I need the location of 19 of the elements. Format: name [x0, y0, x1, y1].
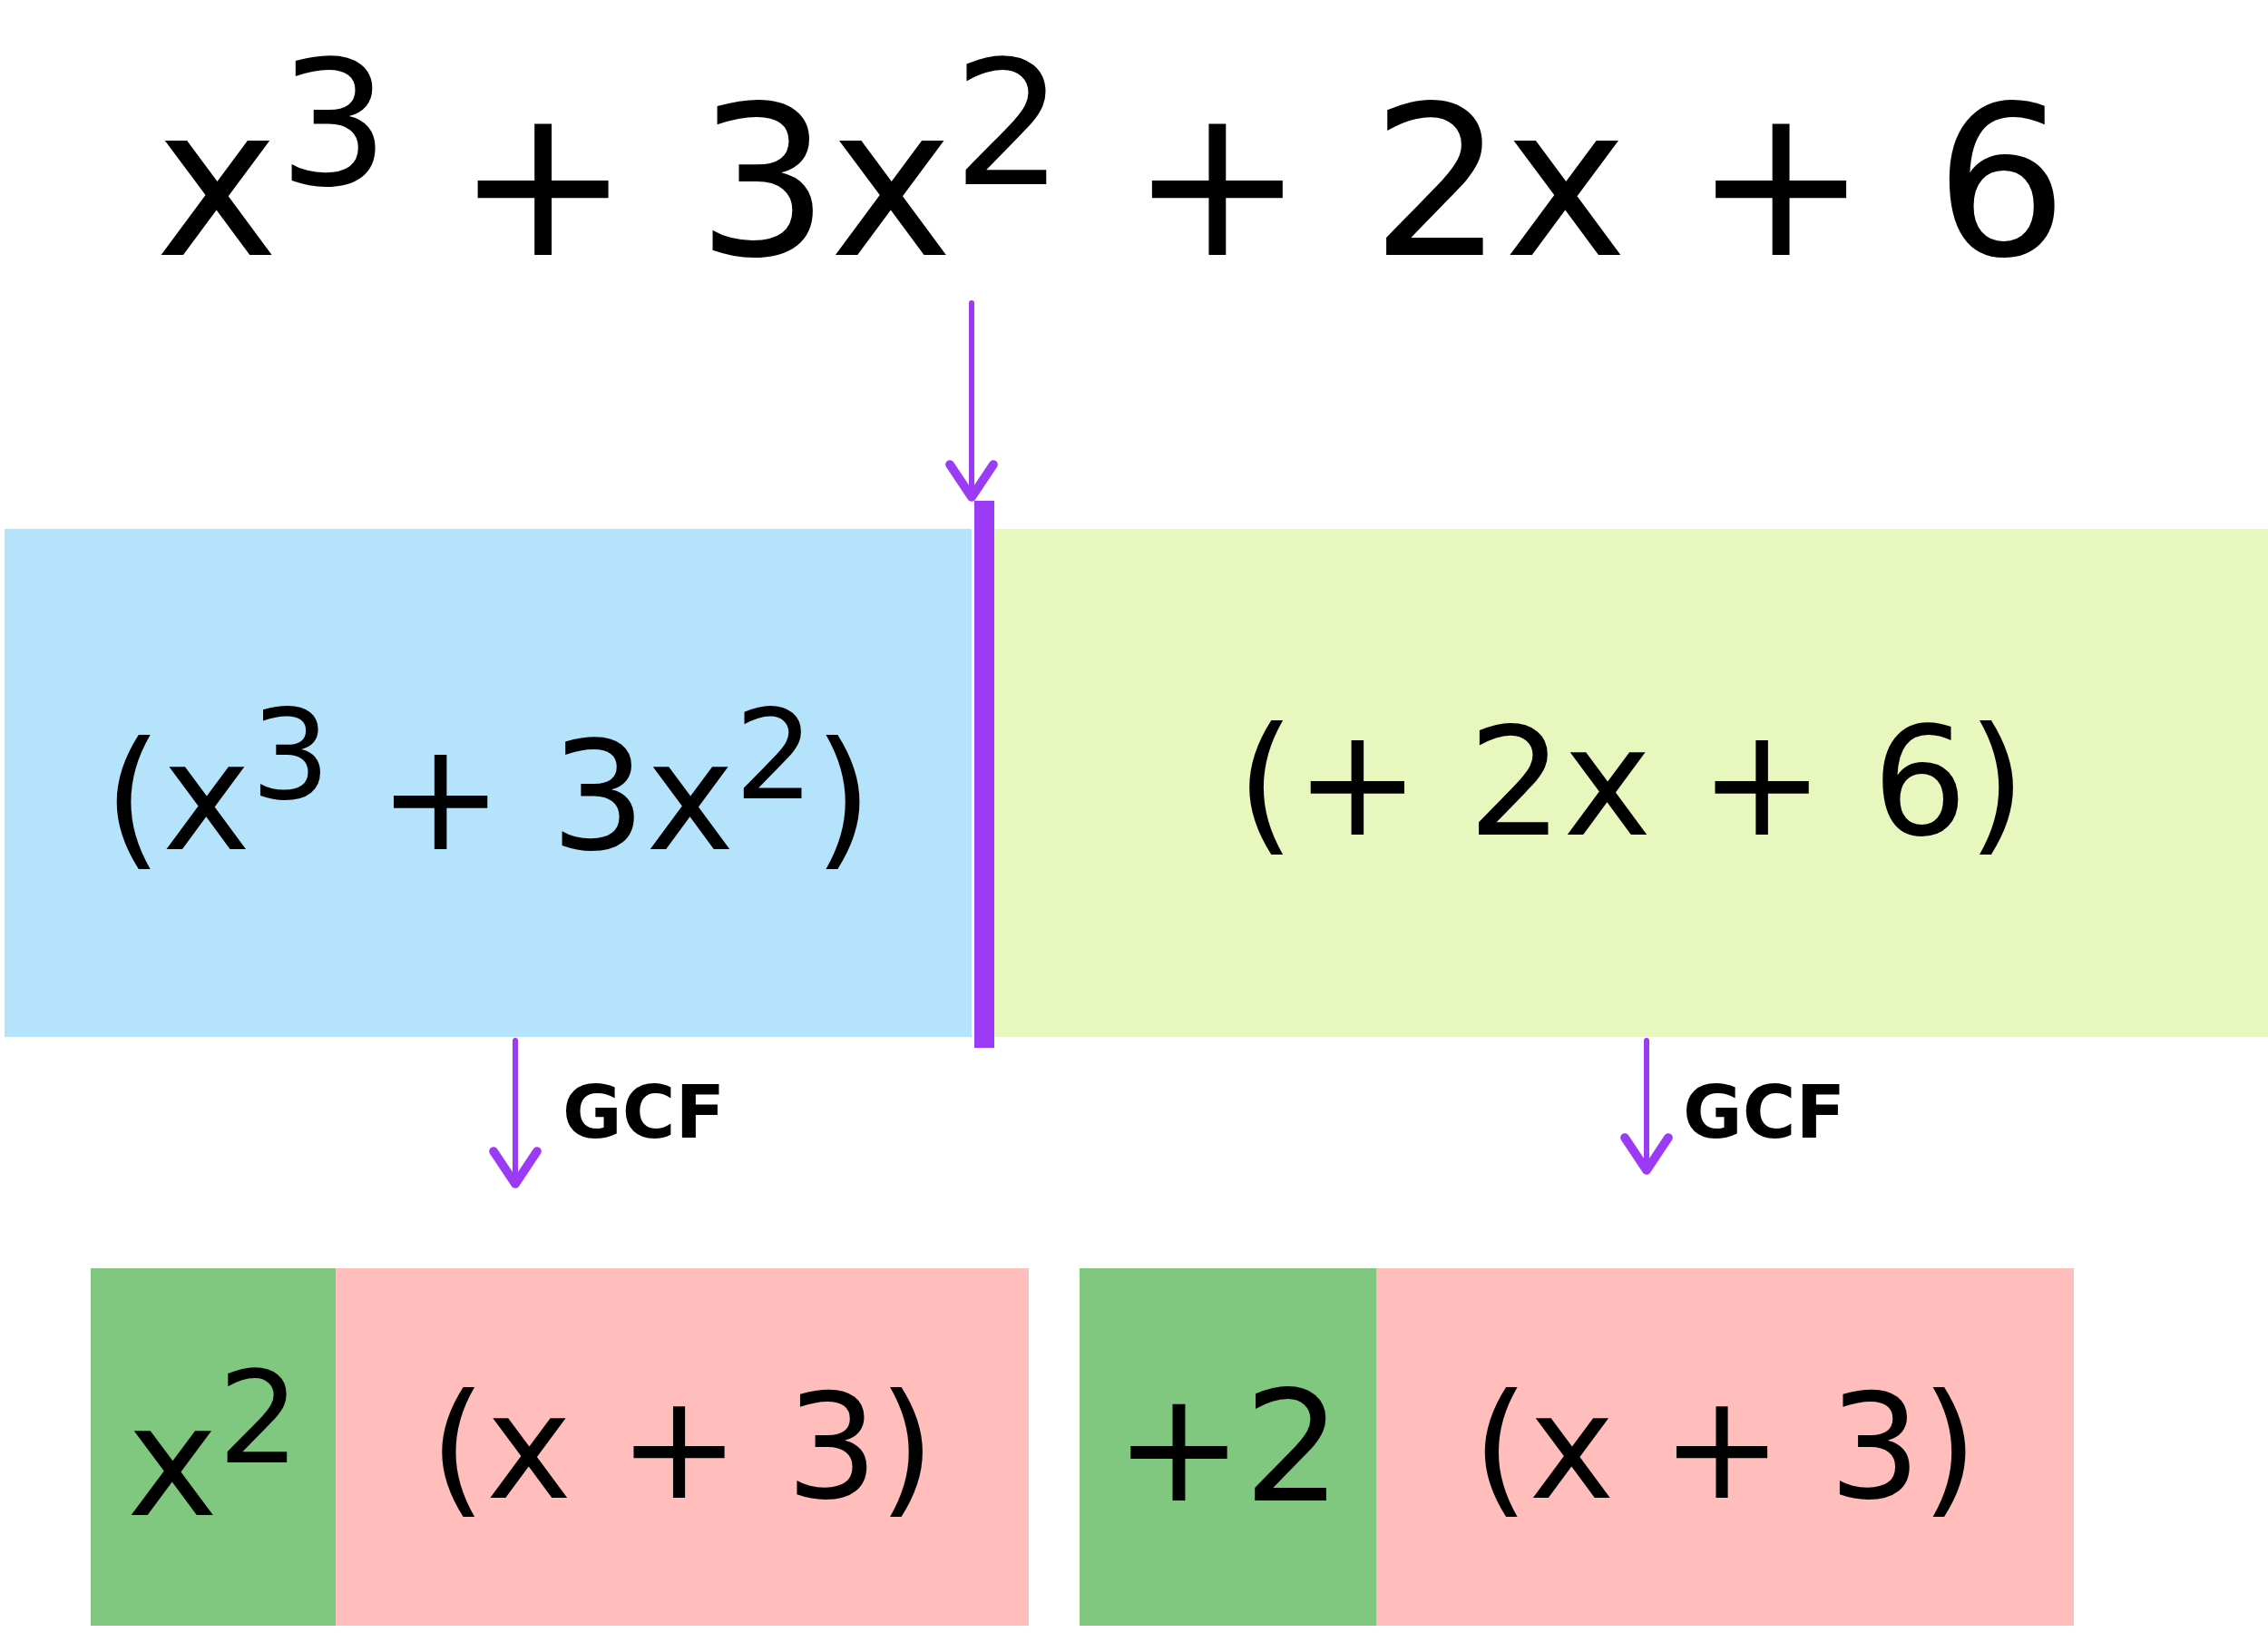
math-expression: x$^{2}$ [126, 1343, 300, 1551]
math-expression: x$^{3}$ + 3x$^{2}$ + 2x + 6 [154, 23, 2068, 304]
factor-box [91, 1268, 336, 1626]
arrow [945, 300, 998, 502]
grouped-terms-band [994, 529, 2268, 1037]
arrow [1620, 1038, 1673, 1175]
math-expression: (x + 3) [429, 1362, 935, 1532]
factor-box [336, 1268, 1029, 1626]
math-expression: +2 [1114, 1357, 1342, 1537]
arrow [489, 1038, 542, 1188]
factor-box [1080, 1268, 1376, 1626]
edge-label: GCF [562, 1070, 726, 1155]
divider-bar [974, 501, 994, 1048]
math-expression: (+ 2x + 6) [1236, 696, 2027, 870]
grouped-terms-band [5, 529, 972, 1037]
edge-label: GCF [1683, 1070, 1846, 1155]
math-expression: (x$^{3}$ + 3x$^{2}$) [103, 681, 873, 885]
math-expression: (x + 3) [1471, 1362, 1979, 1532]
factor-box [1376, 1268, 2074, 1626]
